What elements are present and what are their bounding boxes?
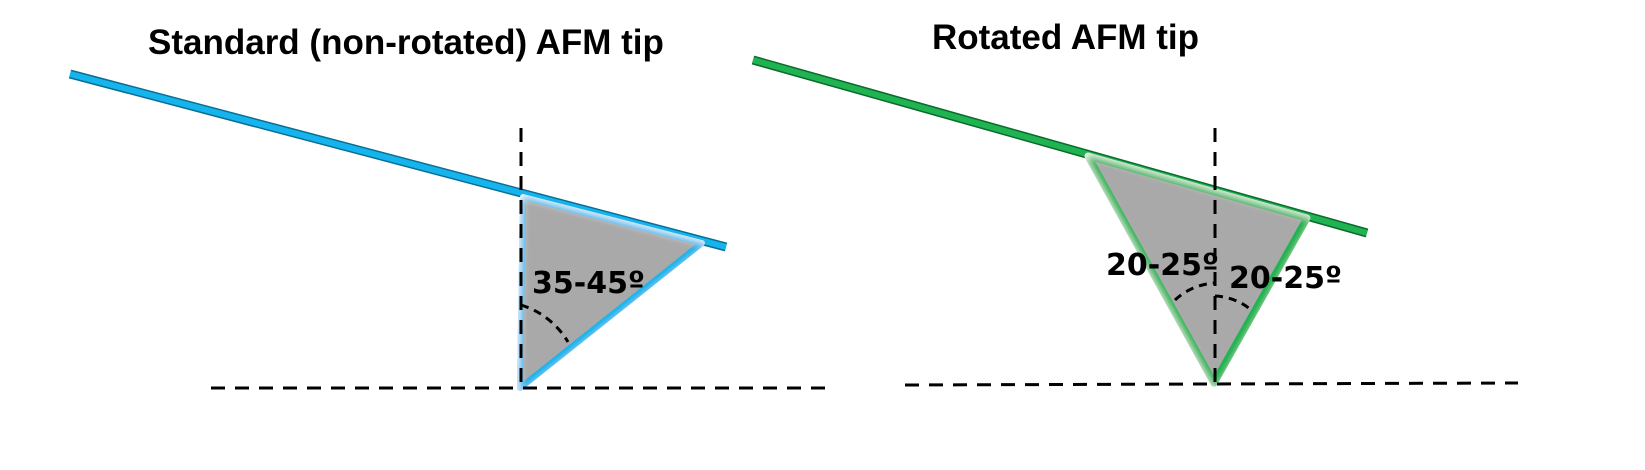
standard-tip-panel: Standard (non-rotated) AFM tip 35-45º bbox=[68, 23, 828, 391]
standard-angle-arc bbox=[520, 303, 570, 343]
standard-tip-title: Standard (non-rotated) AFM tip bbox=[148, 23, 664, 62]
rotated-left-angle-arc bbox=[1173, 281, 1216, 302]
rotated-left-angle-label: 20-25º bbox=[1106, 248, 1219, 283]
rotated-tip-title: Rotated AFM tip bbox=[932, 18, 1199, 57]
rotated-tip-body bbox=[1084, 152, 1311, 387]
standard-angle-label: 35-45º bbox=[532, 266, 645, 301]
rotated-right-angle-label: 20-25º bbox=[1229, 261, 1342, 296]
rotated-tip-panel: Rotated AFM tip 20-25º 20-25º bbox=[751, 18, 1519, 387]
rotated-right-angle-arc bbox=[1214, 294, 1251, 311]
rotated-horizontal-baseline bbox=[904, 381, 1519, 387]
